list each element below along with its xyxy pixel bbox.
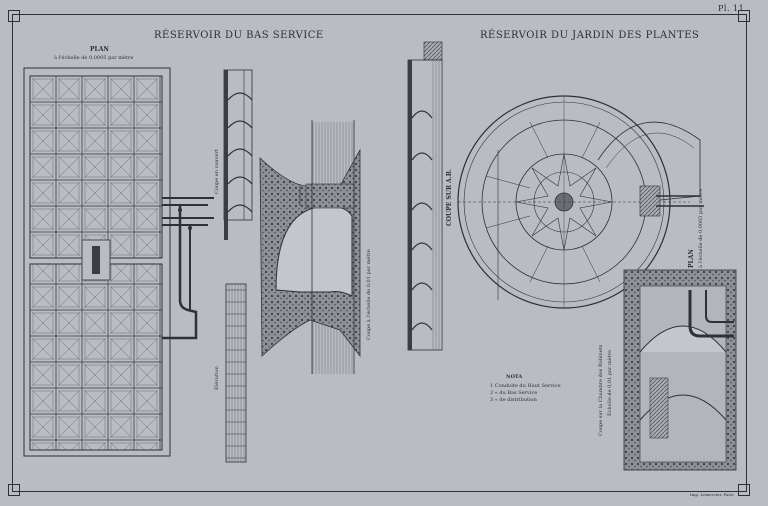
coupe-ab-drawing	[407, 41, 443, 351]
elevation-drawing	[225, 283, 247, 463]
nota-line: 1 Conduite du Haut Service	[490, 383, 561, 389]
coupe-ab-label: COUPE SUR A.B.	[446, 169, 453, 226]
coupe-chambre-label: Coupe sur la Chambre des Robinets	[598, 344, 604, 436]
coupe-arch-drawing	[259, 120, 361, 374]
nota-title: NOTA	[506, 374, 523, 380]
coupe-chambre-scale: Echelle de 0,01 par mètre	[607, 349, 613, 416]
bas-service-title: RÉSERVOIR DU BAS SERVICE	[154, 30, 324, 41]
jardin-plan-label: PLAN	[688, 249, 695, 268]
coupe-en-couvert-label: Coupe en couvert	[214, 149, 220, 194]
corner-mark	[738, 484, 750, 496]
jardin-des-plantes-plan	[457, 95, 704, 309]
plate-number: Pl. 11.	[718, 4, 748, 13]
nota-line: 2 « du Bas Service	[490, 390, 538, 396]
bas-service-plan-scale: à l'échelle de 0,0005 par mètre	[54, 55, 134, 61]
corner-mark	[8, 10, 20, 22]
corner-mark	[738, 10, 750, 22]
coupe-chambre-robinets-drawing	[623, 269, 737, 471]
plate-border	[12, 14, 747, 492]
elevation-label: Elévation	[214, 366, 220, 390]
bas-service-plan	[23, 67, 214, 457]
jardin-des-plantes-title: RÉSERVOIR DU JARDIN DES PLANTES	[480, 30, 700, 41]
coupe-en-couvert-drawing	[223, 69, 253, 240]
jardin-plan-scale: à l'échelle de 0,0005 par mètre	[698, 188, 704, 268]
bas-service-plan-label: PLAN	[90, 46, 109, 53]
imprint: Imp. Lemercier, Paris	[690, 492, 734, 497]
coupe-scale-label: Coupe à l'échelle de 0,01 par mètre	[366, 249, 372, 340]
nota-line: 3 « de distribution	[490, 397, 537, 403]
corner-mark	[8, 484, 20, 496]
